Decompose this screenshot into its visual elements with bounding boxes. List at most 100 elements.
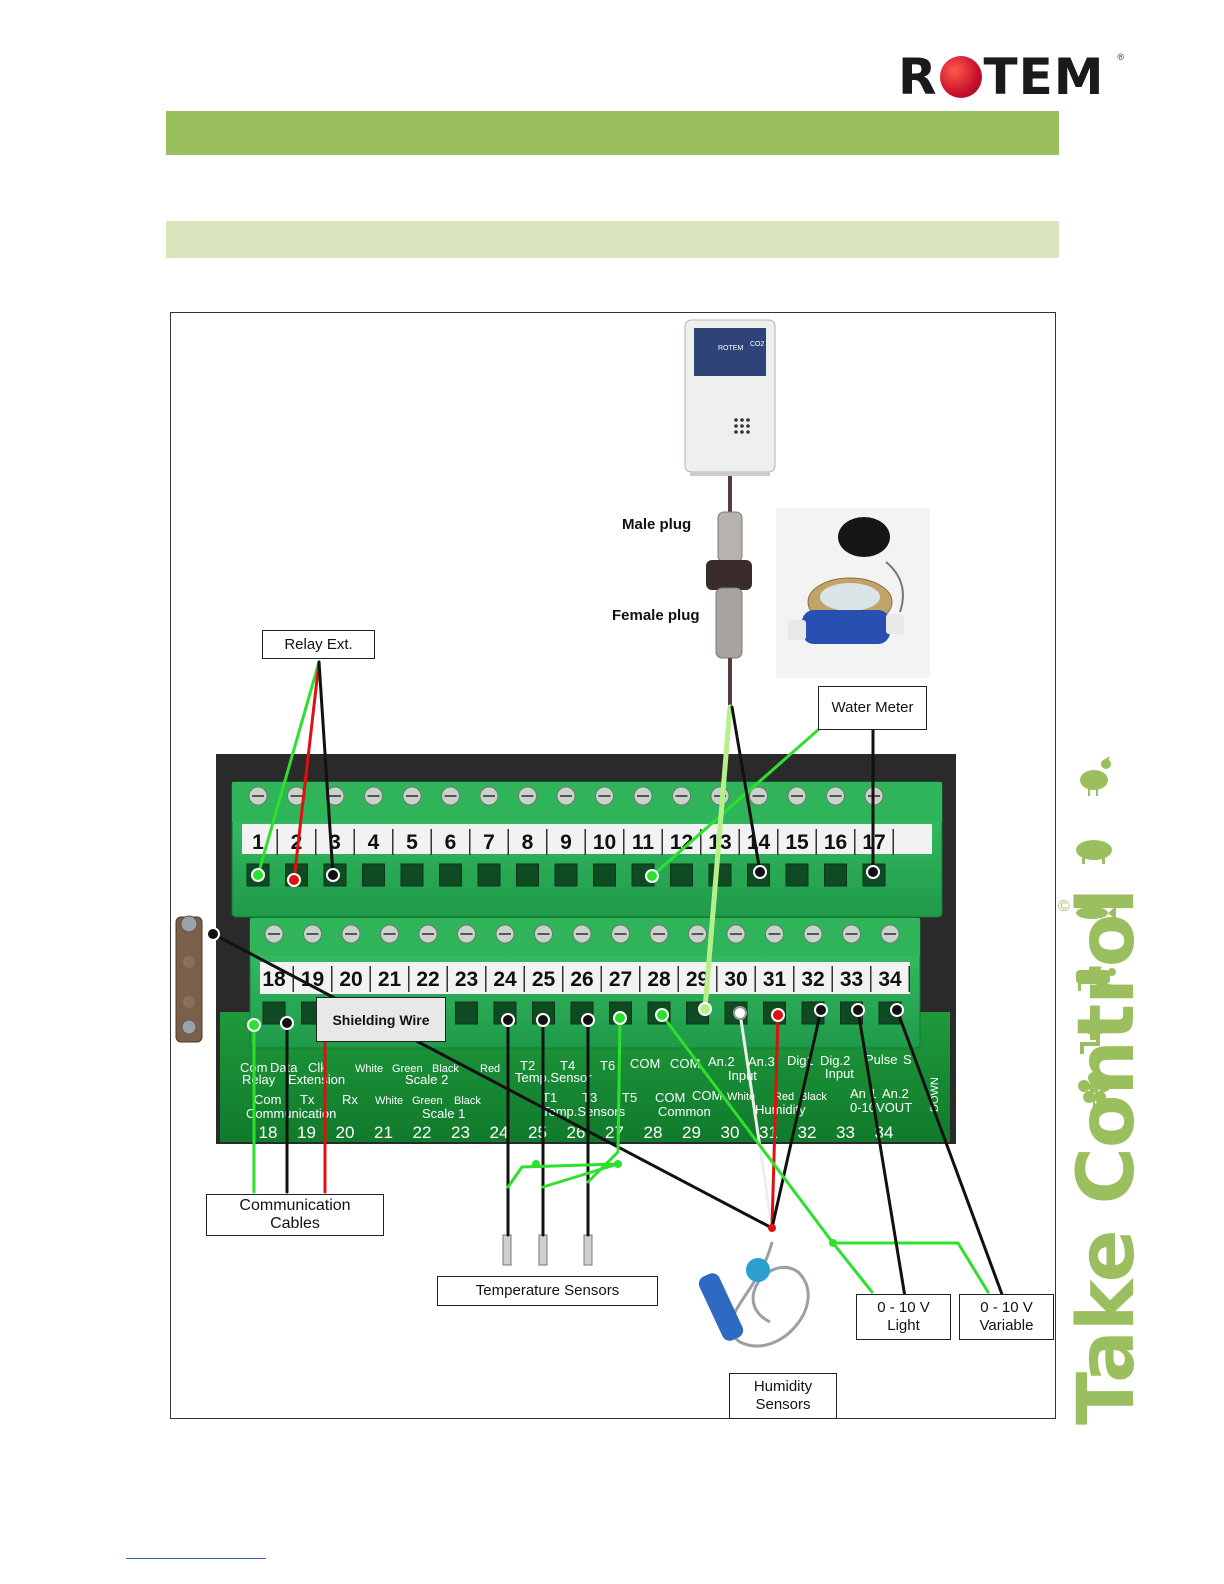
pcb-number: 27 (605, 1123, 624, 1142)
bottom-terminal-number: 31 (763, 968, 787, 991)
pcb-number: 33 (836, 1123, 855, 1142)
bottom-terminal-number: 22 (416, 968, 439, 991)
silk-input-b: Input (825, 1066, 854, 1081)
silk-white-2: White (375, 1095, 403, 1107)
top-terminal-wire-hole (439, 863, 462, 887)
silk-pulse: Pulse (865, 1052, 898, 1067)
silk-0-10vout: 0-10VOUT (850, 1100, 912, 1115)
bottom-terminal-number: 27 (609, 968, 632, 991)
relay-wire-red (292, 660, 321, 882)
bottom-terminal-number: 26 (570, 968, 593, 991)
bottom-terminal-number: 28 (647, 968, 671, 991)
silk-scale2: Scale 2 (405, 1072, 448, 1087)
top-terminal-number: 9 (560, 831, 572, 854)
silk-t4: T4 (560, 1058, 575, 1073)
pcb-number: 22 (413, 1123, 432, 1142)
silk-input-a: Input (728, 1068, 757, 1083)
silk-red-2: Red (774, 1091, 794, 1103)
shielding-wire-text: Shielding Wire (332, 1011, 430, 1028)
top-terminal-number: 16 (824, 831, 847, 854)
bottom-terminal-number: 23 (455, 968, 478, 991)
silk-clk: Clk (308, 1060, 327, 1075)
silk-t6: T6 (600, 1058, 615, 1073)
light-0-10v-box: 0 - 10 V Light (856, 1294, 951, 1340)
logo-dot-icon (939, 56, 982, 98)
humidity-sensors-line1: Humidity (753, 1378, 813, 1395)
temp-common-wire (586, 1016, 622, 1184)
silk-com-a: COM (630, 1056, 660, 1071)
water-meter-box: Water Meter (818, 686, 927, 730)
bottom-terminal-number: 24 (493, 968, 517, 991)
wires (211, 660, 1005, 1299)
silk-common: Common (658, 1104, 711, 1119)
top-terminal-wire-hole (670, 863, 693, 887)
temperature-sensors-text: Temperature Sensors (475, 1282, 620, 1299)
top-terminal-number: 3 (329, 831, 341, 854)
bottom-terminal-number: 33 (840, 968, 863, 991)
co2-wire-lightgreen (702, 704, 733, 1012)
silk-red: Red (480, 1063, 500, 1075)
silk-black-3: Black (800, 1091, 827, 1103)
silk-s: S (903, 1052, 912, 1067)
silk-black: Black (432, 1063, 459, 1075)
female-plug-label: Female plug (612, 607, 700, 624)
bottom-terminal-number: 19 (301, 968, 324, 991)
silk-an3: An.3 (748, 1054, 775, 1069)
take-control-slogan: Take Control (1062, 888, 1152, 1425)
top-terminal-number: 12 (670, 831, 693, 854)
variable-0-10v-box: 0 - 10 V Variable (959, 1294, 1054, 1340)
relay-ext-box: Relay Ext. (262, 630, 375, 659)
pcb-number: 24 (490, 1123, 509, 1142)
humidity-sensors-box: Humidity Sensors (729, 1373, 837, 1419)
top-terminal-number: 15 (785, 831, 809, 854)
silk-com-2: Com (254, 1092, 281, 1107)
bottom-terminal-number: 34 (878, 968, 902, 991)
top-terminal-number: 8 (522, 831, 534, 854)
communication-cables-line2: Cables (270, 1215, 320, 1232)
top-terminal-number: 14 (747, 831, 771, 854)
silk-green: Green (392, 1063, 423, 1075)
bottom-terminal-number: 18 (262, 968, 286, 991)
pcb-number: 29 (682, 1123, 701, 1142)
top-terminal-number: 10 (593, 831, 616, 854)
silk-temp-sensors: Temp.Sensors (542, 1104, 626, 1119)
humidity-sensors-line2: Sensors (755, 1396, 811, 1413)
bottom-terminal-number: 21 (378, 968, 402, 991)
footer-rule (126, 1558, 266, 1559)
humidity-wire-black (770, 1008, 823, 1230)
communication-cables-box: Communication Cables (206, 1194, 384, 1236)
top-terminal-wire-hole (593, 863, 616, 887)
humidity-sensor-probe (698, 1241, 810, 1348)
relay-wire-black (317, 660, 335, 877)
silk-t5: T5 (622, 1090, 637, 1105)
silk-white-3: White (727, 1091, 755, 1103)
pcb-number: 19 (297, 1123, 316, 1142)
light-wire-black (856, 1008, 907, 1299)
pcb-number: 21 (374, 1123, 393, 1142)
variable-wire-black (895, 1008, 1005, 1299)
silk-dig1: Dig1 (787, 1053, 814, 1068)
pcb-number: 20 (336, 1123, 355, 1142)
cow-icon (1076, 968, 1116, 991)
silk-com-b: COM (670, 1056, 700, 1071)
silk-tx: Tx (300, 1092, 315, 1107)
top-terminal-number: 2 (291, 831, 303, 854)
top-terminal-wire-hole (708, 863, 732, 887)
silk-dig2: Dig.2 (820, 1053, 850, 1068)
top-terminal-number: 7 (483, 831, 495, 854)
top-terminal-wire-hole (516, 863, 539, 887)
variable-line1: 0 - 10 V (980, 1299, 1033, 1316)
top-terminal-number: 11 (632, 831, 655, 854)
temp-common-bus (506, 1162, 619, 1189)
water-meter-photo (776, 508, 930, 678)
male-plug-label: Male plug (622, 516, 692, 533)
top-terminal-wire-hole (362, 863, 385, 887)
top-terminal-number: 4 (368, 831, 380, 854)
silk-communication: Communication (246, 1106, 336, 1121)
logo-letter-r: R (898, 48, 938, 106)
sensor-cable-with-plugs (706, 476, 752, 707)
copyright-mark: © (1058, 898, 1070, 915)
